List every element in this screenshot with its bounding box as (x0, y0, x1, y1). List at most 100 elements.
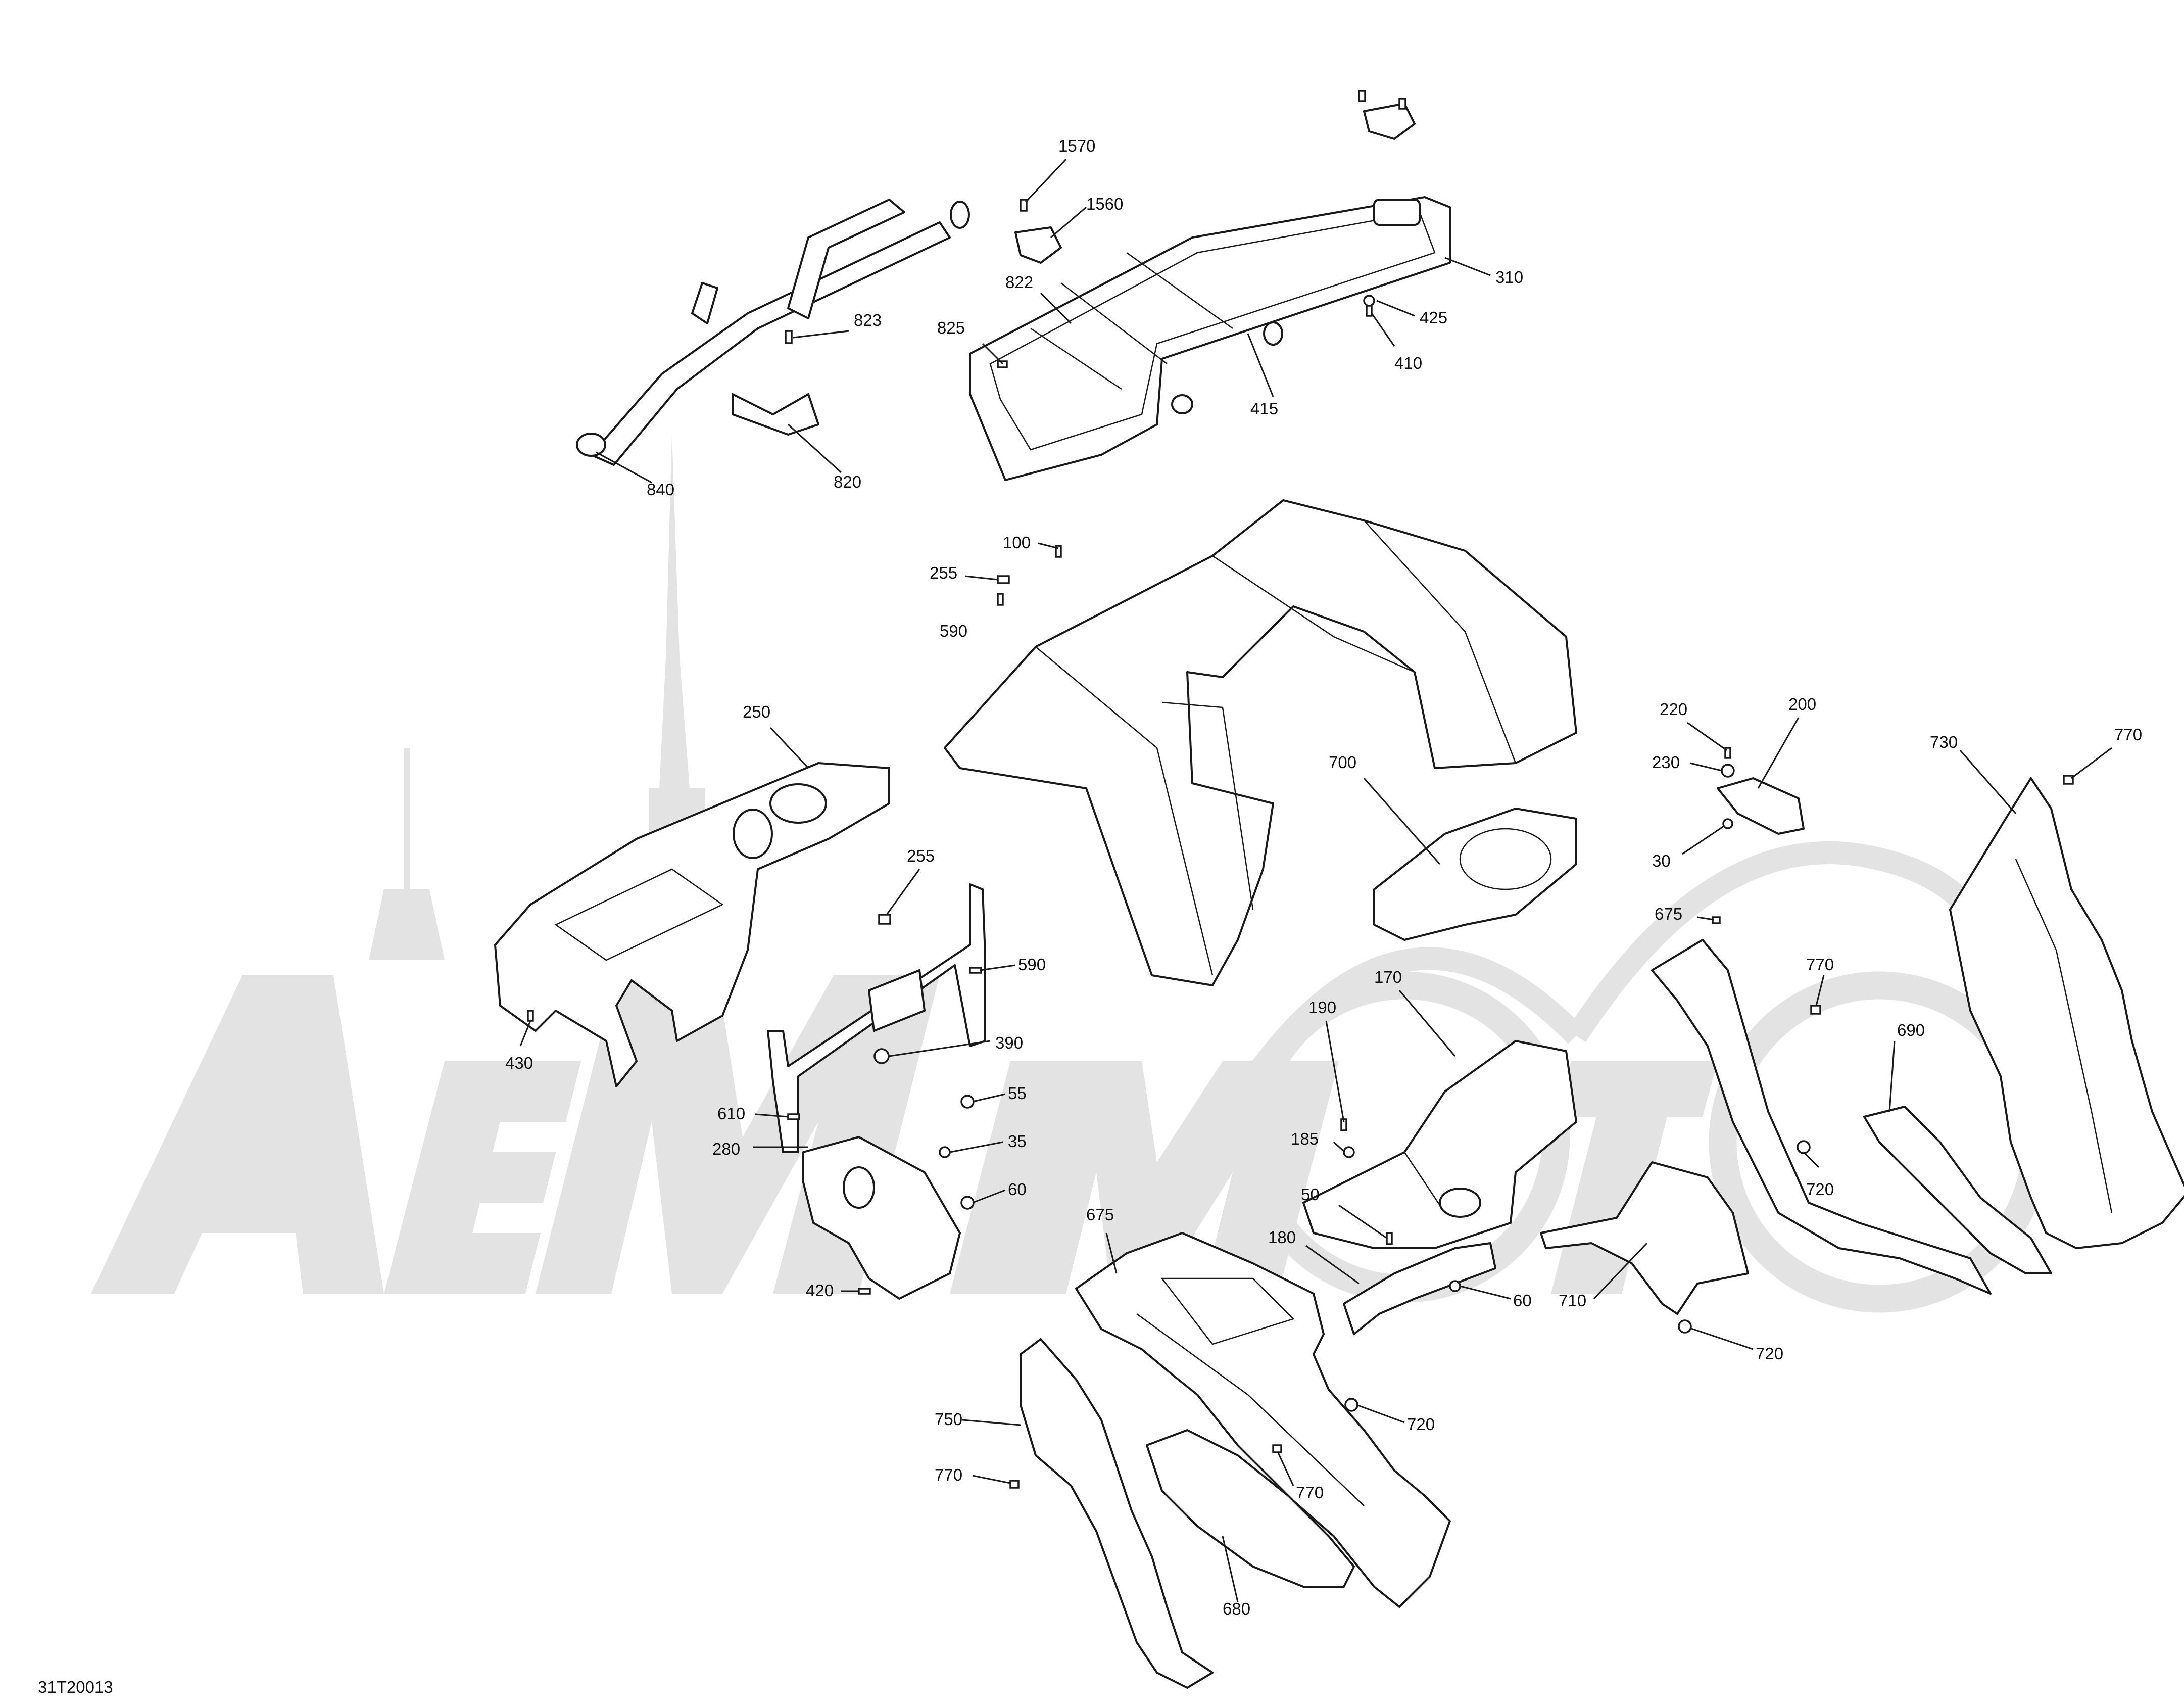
callout-840: 840 (647, 480, 674, 499)
panel-680-body (1146, 1429, 1355, 1588)
nut-720c (1344, 1398, 1358, 1412)
leader-250 (769, 727, 809, 769)
panel-730 (1949, 777, 2184, 1249)
rear-support-frame (767, 883, 986, 1153)
leader-185 (1333, 1141, 1346, 1153)
console-700-opening (1459, 828, 1552, 890)
nut-55 (960, 1095, 975, 1109)
leader-310 (1444, 257, 1491, 276)
leader-675b (1105, 1232, 1118, 1274)
leader-770b (1815, 975, 1825, 1006)
leader-415 (1247, 333, 1274, 397)
leader-825 (982, 343, 1004, 365)
leader-822 (1040, 292, 1072, 324)
leader-823 (793, 330, 849, 339)
bracket-280-body (802, 1136, 961, 1300)
callout-310: 310 (1495, 268, 1523, 287)
callout-590a: 590 (940, 622, 967, 640)
callout-415: 415 (1250, 399, 1278, 418)
bolt-220 (1724, 747, 1731, 759)
callout-190: 190 (1308, 998, 1336, 1017)
leader-720c (1356, 1404, 1405, 1424)
nut-60a (960, 1196, 975, 1210)
leader-60a (972, 1189, 1006, 1204)
bolt-top-2 (1398, 98, 1406, 110)
leader-200 (1757, 717, 1800, 789)
callout-675b: 675 (1086, 1205, 1114, 1224)
watermark-dome (369, 889, 445, 960)
callout-590b: 590 (1018, 955, 1046, 974)
rear-grab-bar (576, 199, 970, 466)
bolt-top-1 (1358, 90, 1366, 102)
bolt-590a (997, 593, 1004, 606)
callout-250: 250 (743, 702, 770, 721)
panel-690-body (1863, 1106, 2052, 1274)
panel-680 (1146, 1429, 1355, 1588)
leader-55 (972, 1093, 1006, 1103)
callout-750: 750 (935, 1410, 962, 1429)
leader-690 (1888, 1040, 1896, 1112)
callout-730: 730 (1930, 733, 1958, 751)
leader-710 (1593, 1242, 1648, 1300)
leader-720b (1689, 1327, 1754, 1350)
leader-430 (519, 1020, 531, 1047)
callout-255b: 255 (907, 846, 935, 865)
tray-170-body (1302, 1040, 1577, 1249)
clip-675a (1712, 916, 1721, 924)
clip-770b (1810, 1005, 1821, 1015)
callout-825: 825 (937, 318, 965, 337)
rack-leg-2 (1263, 321, 1283, 346)
panel-710-body (1540, 1161, 1749, 1315)
leader-255a (964, 575, 998, 581)
clip-255a (997, 575, 1010, 584)
callout-100: 100 (1003, 533, 1031, 552)
callout-700: 700 (1329, 753, 1356, 772)
callout-200: 200 (1788, 695, 1816, 714)
rear-fender-ridge-1 (1035, 646, 1214, 976)
nut-720b (1678, 1319, 1692, 1334)
tail-lamp-right (733, 809, 773, 859)
rack-crossbar-2 (1126, 252, 1233, 329)
watermark-letter-a (91, 975, 384, 1294)
leader-390 (889, 1040, 991, 1057)
tail-lamp-left (769, 783, 827, 824)
leader-lines (519, 158, 2112, 1602)
rack-crossbar-1 (1060, 282, 1168, 364)
leader-700 (1363, 778, 1441, 865)
bolt-100 (1055, 545, 1062, 558)
panel-200 (1717, 777, 1805, 835)
panel-675-right-body (1651, 939, 1992, 1295)
washer-30 (1722, 818, 1733, 829)
leader-610 (755, 1113, 789, 1118)
nut-60b (1449, 1280, 1461, 1292)
console-700 (1373, 808, 1577, 941)
tray-170-cup (1439, 1188, 1481, 1218)
grab-bar-bracket (732, 393, 819, 436)
callout-170: 170 (1374, 968, 1402, 986)
leader-220 (1687, 722, 1727, 751)
callout-610: 610 (717, 1104, 745, 1123)
rear-fender (944, 499, 1577, 986)
bracket-180-body (1343, 1242, 1496, 1335)
diagram-code: 31T20013 (38, 1678, 113, 1696)
callout-770a: 770 (2114, 725, 2142, 744)
leader-770c (972, 1475, 1011, 1484)
callout-30: 30 (1652, 851, 1671, 870)
callout-770c: 770 (935, 1465, 962, 1484)
handle-top (1363, 103, 1416, 140)
bolt-430 (527, 1010, 534, 1022)
leader-730 (1959, 750, 2017, 814)
watermark-logo (91, 435, 2050, 1313)
callout-50: 50 (1301, 1185, 1320, 1204)
leader-425 (1376, 300, 1415, 317)
leader-590b (980, 964, 1016, 971)
callout-823: 823 (854, 311, 882, 329)
console-700-body (1373, 808, 1577, 941)
panel-675-center-body (1075, 1232, 1451, 1608)
washer-185 (1343, 1146, 1355, 1158)
callout-820: 820 (834, 472, 861, 491)
callout-60a: 60 (1008, 1180, 1027, 1199)
callout-690: 690 (1897, 1021, 1925, 1039)
leader-35 (949, 1141, 1003, 1153)
rack-crossbar-3 (1030, 327, 1122, 390)
